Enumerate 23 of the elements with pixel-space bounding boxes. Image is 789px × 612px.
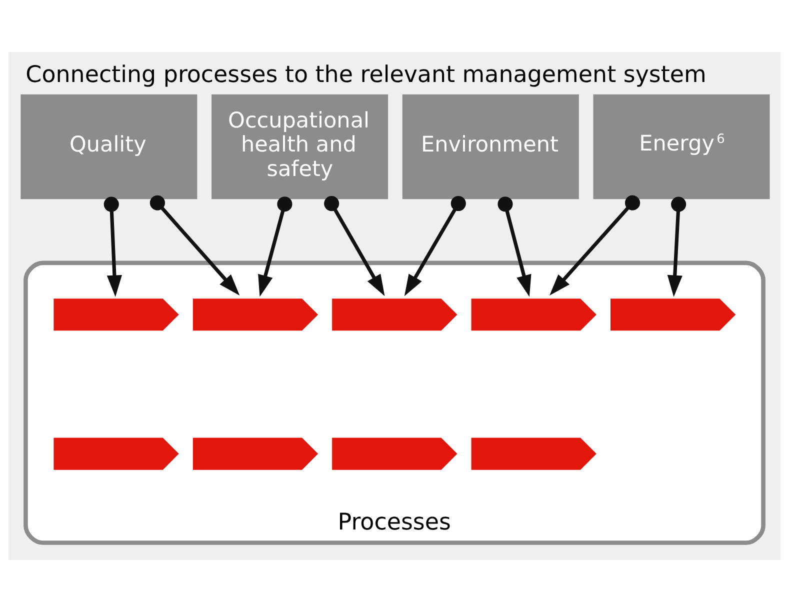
diagram-title: Connecting processes to the relevant management system: [26, 62, 706, 88]
arrow: [404, 196, 466, 296]
arrow: [324, 196, 385, 296]
node-box: Energy$^{6}$: [593, 94, 770, 200]
node-chevron: [332, 438, 458, 470]
node-chevron: [471, 298, 596, 331]
node-box: Quality: [20, 94, 198, 200]
arrow: [150, 195, 240, 296]
node-chevron: [192, 298, 318, 331]
node-chevron: [54, 298, 179, 331]
arrow: [104, 196, 122, 297]
node-chevron: [471, 438, 596, 470]
arrow: [550, 195, 640, 296]
node-chevron: [54, 438, 179, 470]
arrow: [667, 196, 686, 297]
node-chevron: [192, 438, 318, 470]
node-chevron: [610, 298, 736, 331]
node-box: Occupational health and safety: [212, 94, 388, 200]
arrow: [498, 196, 532, 297]
cluster: Processes: [24, 260, 766, 545]
node-box: Environment: [402, 94, 579, 200]
arrow: [258, 196, 292, 297]
node-chevron: [332, 298, 458, 331]
